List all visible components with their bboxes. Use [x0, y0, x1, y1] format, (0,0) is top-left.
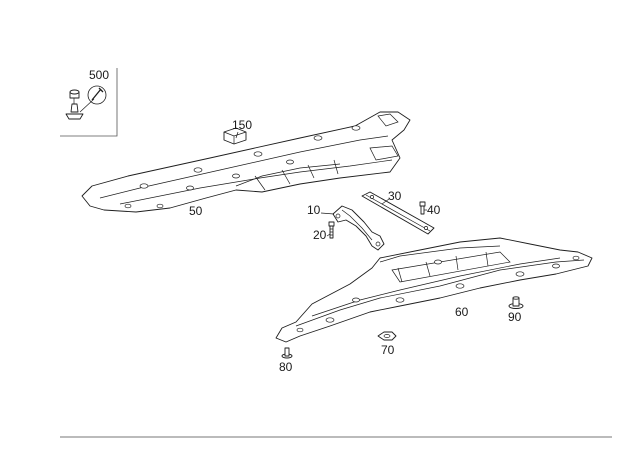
part-labels: 500 150 50 30 10 40 20 60 90 70 80 [89, 68, 522, 374]
nut-70 [377, 331, 397, 341]
label-80: 80 [279, 360, 293, 374]
label-30: 30 [388, 189, 402, 203]
wrench-icon [87, 85, 107, 105]
label-500: 500 [89, 68, 109, 82]
label-60: 60 [455, 305, 469, 319]
bolt-40 [419, 201, 426, 215]
label-20: 20 [313, 228, 327, 242]
bracket-30 [361, 191, 435, 235]
bolt-20 [328, 221, 335, 239]
label-90: 90 [508, 310, 522, 324]
label-70: 70 [381, 343, 395, 357]
label-10: 10 [307, 203, 321, 217]
underbody-panel-upper [81, 111, 411, 213]
underbody-panel-lower [275, 237, 593, 343]
clip-150 [223, 127, 247, 145]
leader-lines [79, 98, 427, 237]
label-150: 150 [232, 118, 252, 132]
label-50: 50 [189, 204, 203, 218]
fastener-80 [281, 347, 293, 359]
inset-500 [60, 68, 118, 137]
label-40: 40 [427, 203, 441, 217]
fastener-90 [508, 296, 524, 309]
fastener-500 [65, 89, 84, 120]
bracket-10 [332, 205, 385, 251]
